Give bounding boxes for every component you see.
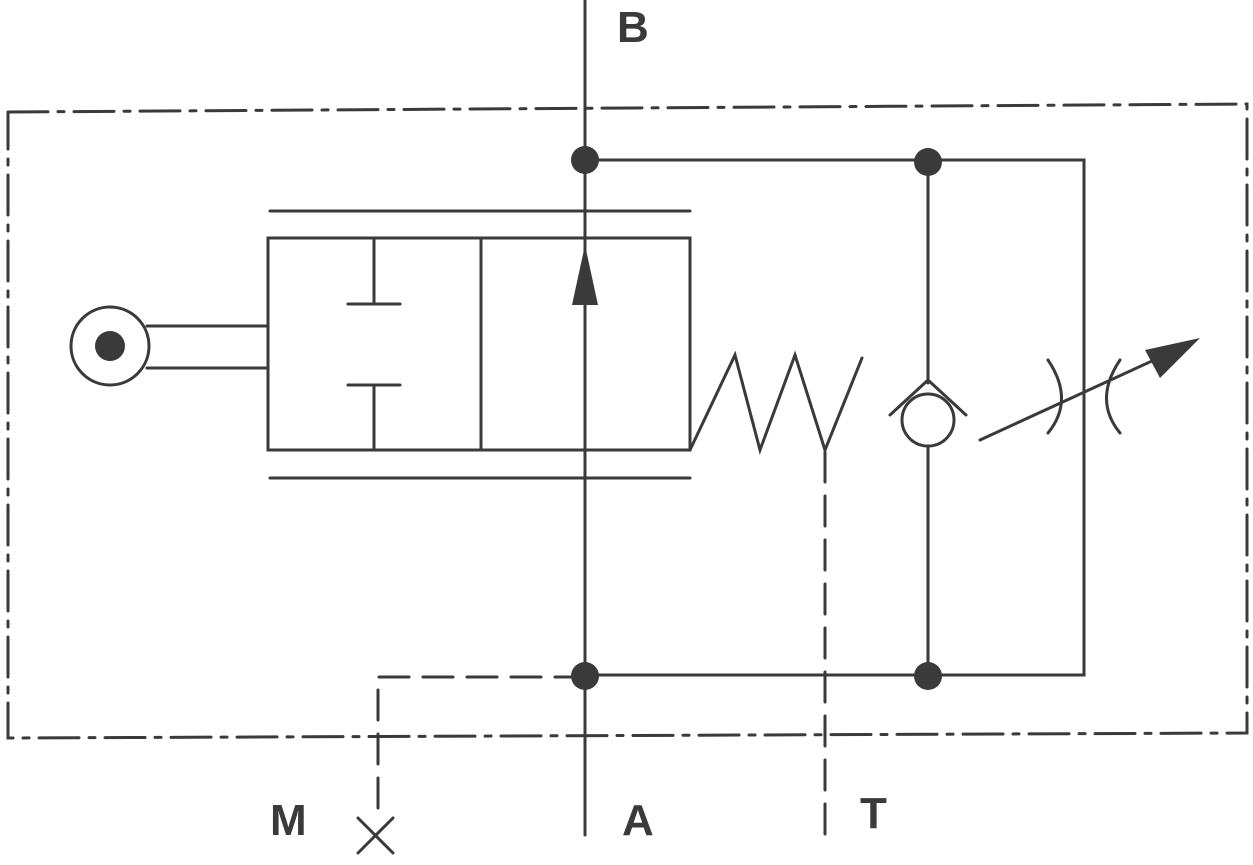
enclosure-boundary — [6, 102, 1249, 740]
blocked-port-symbol — [346, 238, 402, 452]
actuator-pivot-dot — [95, 331, 125, 361]
check-valve-symbol — [888, 377, 968, 448]
junction-node — [914, 148, 942, 176]
roller-actuator — [69, 305, 270, 387]
adjustable-throttle-symbol — [978, 353, 1167, 442]
valve-body — [266, 236, 692, 452]
junction-node — [571, 662, 599, 690]
spring-symbol — [688, 350, 864, 455]
pilot-line-m — [376, 675, 587, 812]
throttle-arrow-icon — [1145, 338, 1200, 378]
port-label-a: A — [622, 796, 654, 845]
junction-node — [571, 146, 599, 174]
junction-node — [914, 662, 942, 690]
port-label-m: M — [270, 796, 307, 845]
port-label-b: B — [617, 3, 649, 52]
plugged-port-cross — [356, 816, 395, 855]
port-label-t: T — [860, 789, 887, 838]
flow-arrow-icon — [572, 245, 598, 305]
top-connection-line — [583, 158, 1086, 677]
